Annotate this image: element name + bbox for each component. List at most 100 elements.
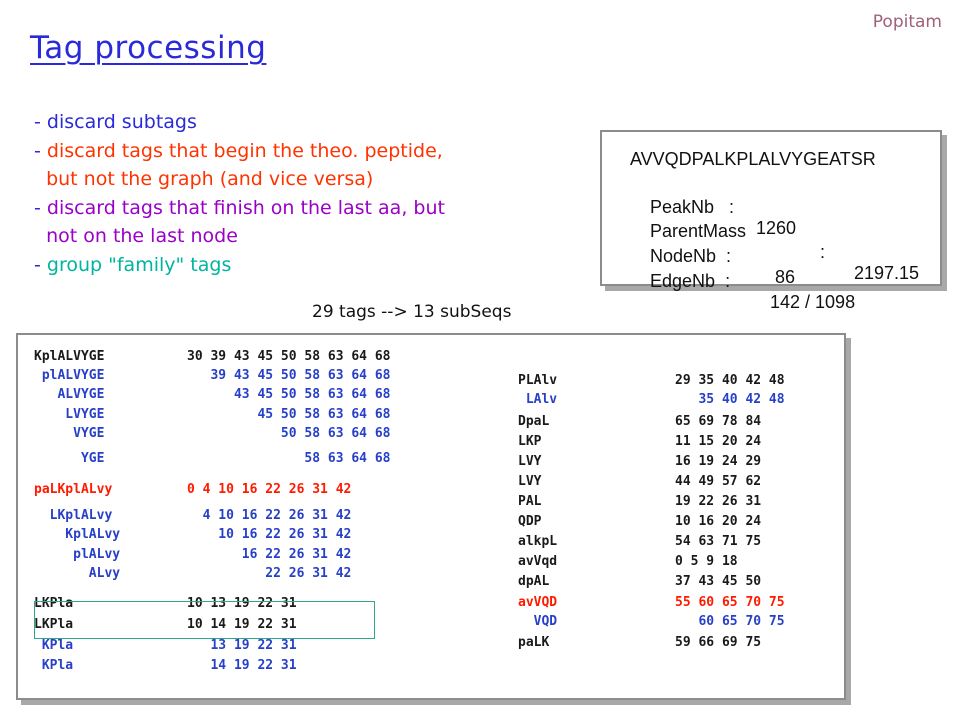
tag-row: avVQD 55 60 65 70 75 bbox=[518, 593, 785, 613]
tag-sequence: KPla bbox=[34, 638, 74, 653]
tag-positions: 54 63 71 75 bbox=[675, 534, 762, 549]
tag-row: plALVYGE 39 43 45 50 58 63 64 68 bbox=[34, 366, 391, 386]
tag-positions: 10 14 19 22 31 bbox=[187, 617, 297, 632]
tag-positions: 10 16 20 24 bbox=[675, 514, 762, 529]
tag-sequence: avVqd bbox=[518, 554, 558, 569]
tag-positions: 37 43 45 50 bbox=[675, 574, 762, 589]
tag-row: LKplALvy 4 10 16 22 26 31 42 bbox=[34, 506, 352, 526]
tag-sequence: paLKplALvy bbox=[34, 482, 113, 497]
tag-row: QDP 10 16 20 24 bbox=[518, 512, 761, 532]
tag-sequence: KplALVYGE bbox=[34, 349, 105, 364]
tag-row: PAL 19 22 26 31 bbox=[518, 492, 761, 512]
tag-row: VYGE 50 58 63 64 68 bbox=[34, 424, 390, 444]
tag-row: paLKplALvy 0 4 10 16 22 26 31 42 bbox=[34, 480, 351, 500]
tag-positions: 10 13 19 22 31 bbox=[187, 596, 297, 611]
edgenb-row: EdgeNb : 142 / 1098 bbox=[650, 271, 856, 312]
bullet-item: - discard tags that finish on the last a… bbox=[34, 196, 445, 219]
tag-sequence: ALvy bbox=[34, 566, 121, 581]
bullet-item: - group "family" tags bbox=[34, 253, 232, 276]
tag-sequence: QDP bbox=[518, 514, 542, 529]
tag-sequence: VQD bbox=[518, 614, 558, 629]
tag-sequence: LKplALvy bbox=[34, 508, 113, 523]
tag-sequence: avVQD bbox=[518, 595, 558, 610]
tag-row: YGE 58 63 64 68 bbox=[34, 449, 391, 469]
tag-positions: 59 66 69 75 bbox=[675, 635, 762, 650]
tag-row: LKPla 10 13 19 22 31 bbox=[34, 594, 297, 614]
nodenb-row: NodeNb : 86 bbox=[650, 246, 796, 287]
tag-row: LKP 11 15 20 24 bbox=[518, 432, 761, 452]
tag-sequence: plALVYGE bbox=[34, 368, 105, 383]
tag-sequence: ALVYGE bbox=[34, 387, 105, 402]
family-group-highlight bbox=[34, 601, 375, 639]
bullet-list: - discard subtags - discard tags that be… bbox=[34, 108, 445, 279]
tag-positions: 43 45 50 58 63 64 68 bbox=[187, 387, 391, 402]
tag-row: ALVYGE 43 45 50 58 63 64 68 bbox=[34, 385, 390, 405]
tag-positions: 16 22 26 31 42 bbox=[187, 547, 352, 562]
header-label: Popitam bbox=[872, 12, 942, 32]
tag-sequence: LVY bbox=[518, 454, 542, 469]
tag-row: alkpL 54 63 71 75 bbox=[518, 532, 761, 552]
tag-sequence: LAlv bbox=[518, 392, 558, 407]
tag-sequence: alkpL bbox=[518, 534, 558, 549]
tag-positions: 14 19 22 31 bbox=[187, 658, 297, 673]
tag-positions: 65 69 78 84 bbox=[675, 414, 762, 429]
peaknb-value: 1260 bbox=[756, 218, 797, 238]
tag-positions: 10 16 22 26 31 42 bbox=[187, 527, 352, 542]
tag-sequence: LKPla bbox=[34, 617, 74, 632]
tag-positions: 13 19 22 31 bbox=[187, 638, 297, 653]
tag-positions: 0 4 10 16 22 26 31 42 bbox=[187, 482, 352, 497]
bullet-item-continued: not on the last node bbox=[34, 225, 238, 247]
tag-sequence: PLAlv bbox=[518, 373, 558, 388]
tag-sequence: plALvy bbox=[34, 547, 121, 562]
bullet-item: - discard subtags bbox=[34, 111, 197, 133]
tag-sequence: LVYGE bbox=[34, 407, 105, 422]
tag-positions: 11 15 20 24 bbox=[675, 434, 762, 449]
tag-positions: 55 60 65 70 75 bbox=[675, 595, 785, 610]
tag-row: LVYGE 45 50 58 63 64 68 bbox=[34, 405, 390, 425]
tag-sequence: KPla bbox=[34, 658, 74, 673]
tag-positions: 29 35 40 42 48 bbox=[675, 373, 785, 388]
bullet-item-continued: but not the graph (and vice versa) bbox=[34, 168, 374, 190]
slide-title: Tag processing bbox=[30, 30, 267, 66]
tag-row: plALvy 16 22 26 31 42 bbox=[34, 545, 351, 565]
tag-row: DpaL 65 69 78 84 bbox=[518, 412, 761, 432]
tag-positions: 22 26 31 42 bbox=[187, 566, 352, 581]
tag-sequence: PAL bbox=[518, 494, 542, 509]
tag-row: paLK 59 66 69 75 bbox=[518, 633, 761, 653]
tag-positions: 44 49 57 62 bbox=[675, 474, 762, 489]
tag-sequence: dpAL bbox=[518, 574, 550, 589]
tag-row: VQD 60 65 70 75 bbox=[518, 612, 785, 632]
tag-row: KPla 14 19 22 31 bbox=[34, 656, 297, 676]
tag-sequence: KplALvy bbox=[34, 527, 121, 542]
tag-sequence: LKP bbox=[518, 434, 542, 449]
tag-sequence: YGE bbox=[34, 451, 105, 466]
info-box: AVVQDPALKPLALVYGEATSR PeakNb : 1260 Pare… bbox=[600, 130, 942, 312]
tag-row: KplALvy 10 16 22 26 31 42 bbox=[34, 525, 351, 545]
tag-row: LVY 16 19 24 29 bbox=[518, 452, 761, 472]
tag-row: ALvy 22 26 31 42 bbox=[34, 564, 352, 584]
tag-row: dpAL 37 43 45 50 bbox=[518, 572, 761, 592]
tag-positions: 4 10 16 22 26 31 42 bbox=[187, 508, 352, 523]
tag-sequence: paLK bbox=[518, 635, 550, 650]
tag-positions: 16 19 24 29 bbox=[675, 454, 762, 469]
tag-sequence: VYGE bbox=[34, 426, 105, 441]
tag-sequence: LKPla bbox=[34, 596, 74, 611]
tag-positions: 19 22 26 31 bbox=[675, 494, 762, 509]
tag-positions: 35 40 42 48 bbox=[675, 392, 785, 407]
tag-positions: 0 5 9 18 bbox=[675, 554, 738, 569]
tag-row: LAlv 35 40 42 48 bbox=[518, 390, 785, 410]
tag-positions: 60 65 70 75 bbox=[675, 614, 785, 629]
tag-positions: 39 43 45 50 58 63 64 68 bbox=[187, 368, 391, 383]
peptide-sequence: AVVQDPALKPLALVYGEATSR bbox=[630, 149, 876, 169]
nodenb-value: 86 bbox=[775, 267, 796, 287]
tag-row: PLAlv 29 35 40 42 48 bbox=[518, 371, 785, 391]
bullet-item: - discard tags that begin the theo. pept… bbox=[34, 139, 443, 162]
edgenb-value: 142 / 1098 bbox=[770, 292, 856, 312]
parentmass-value: 2197.15 bbox=[854, 263, 920, 283]
tag-sequence: DpaL bbox=[518, 414, 550, 429]
tag-positions: 50 58 63 64 68 bbox=[187, 426, 391, 441]
tag-positions: 45 50 58 63 64 68 bbox=[187, 407, 391, 422]
